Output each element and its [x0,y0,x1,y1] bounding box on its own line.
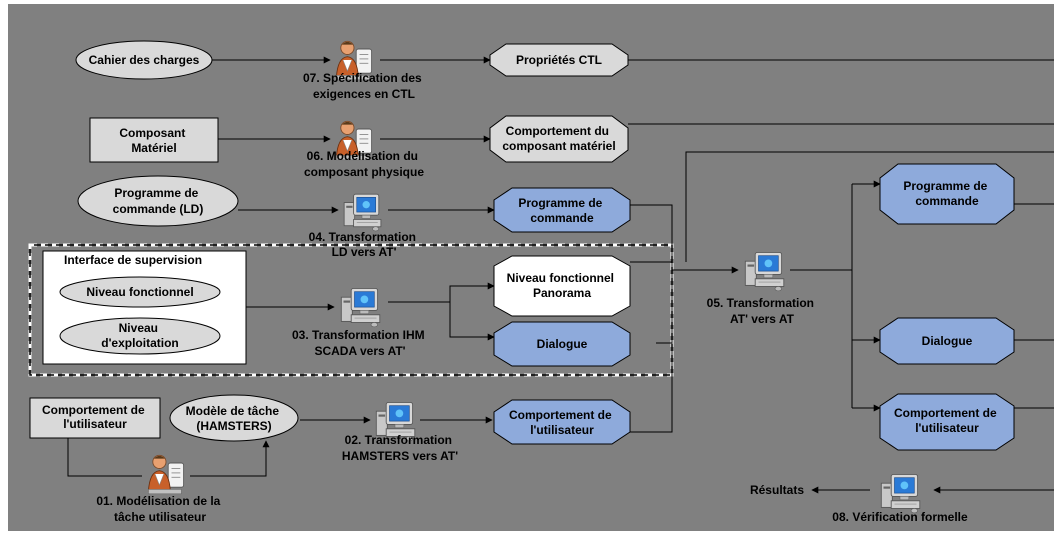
comportement-composant-octagon [489,115,629,163]
programme-commande-2-octagon [879,163,1015,225]
dialogue-2-label: Dialogue [922,334,973,348]
niveau-fonctionnel-ellipse [59,276,221,308]
niveau-fonctionnel-label: Niveau fonctionnel [86,285,193,299]
comportement-utilisateur-2-octagon [879,393,1015,451]
cahier-ellipse [75,40,213,80]
step-08-label: 08. Vérification formelle [832,510,968,524]
programme-ld-ellipse [77,175,239,227]
comportement-utilisateur-1-octagon [493,399,631,445]
supervision-group-border [29,244,673,376]
edge [630,204,673,433]
niveau-panorama-octagon [493,255,631,317]
interface-title: Interface de supervision [64,253,202,267]
comportement-src-box [29,397,161,439]
programme-ld-label: Programme de commande (LD) [113,186,204,216]
comportement-src-label: Comportement de l'utilisateur [42,403,148,431]
programme-commande-1-octagon [493,187,631,233]
composant-box [89,117,219,163]
edge [685,151,1054,262]
niveau-panorama-label: Niveau fonctionnel Panorama [507,271,618,300]
cahier-label: Cahier des charges [89,53,200,67]
niveau-exploitation-ellipse [59,317,221,355]
comportement-utilisateur-2-label: Comportement de l'utilisateur [894,406,1000,435]
edge [449,302,495,341]
modele-tache-label: Modèle de tâche (HAMSTERS) [186,404,283,433]
step-05-label: 05. Transformation AT' vers AT [707,296,818,326]
niveau-exploitation-label: Niveau d'exploitation [101,321,179,350]
proprietes-ctl-label: Propriétés CTL [516,53,602,67]
proprietes-ctl-octagon [489,43,629,77]
dialogue-1-octagon [493,321,631,367]
edge [67,420,142,477]
dialogue-2-octagon [879,317,1015,365]
modele-tache-ellipse [169,394,299,442]
edge [388,282,495,303]
edges [67,56,1054,494]
step-06-label: 06. Modélisation du composant physique [304,149,424,179]
composant-label: Composant Matériel [119,126,188,155]
programme-commande-1-label: Programme de commande [518,196,605,225]
step-04-label: 04. Transformation LD vers AT' [309,230,420,259]
comportement-composant-label: Comportement du composant matériel [502,124,615,153]
resultats-label: Résultats [750,483,804,497]
edge [190,440,270,477]
step-07-label: 07. Spécification des exigences en CTL [303,71,425,101]
step-02-label: 02. Transformation HAMSTERS vers AT' [342,433,458,463]
dialogue-1-label: Dialogue [537,337,588,351]
comportement-utilisateur-1-label: Comportement de l'utilisateur [509,408,615,437]
step-01-label: 01. Modélisation de la tâche utilisateur [96,494,223,524]
step-03-label: 03. Transformation IHM SCADA vers AT' [292,328,428,358]
programme-commande-2-label: Programme de commande [903,179,990,208]
